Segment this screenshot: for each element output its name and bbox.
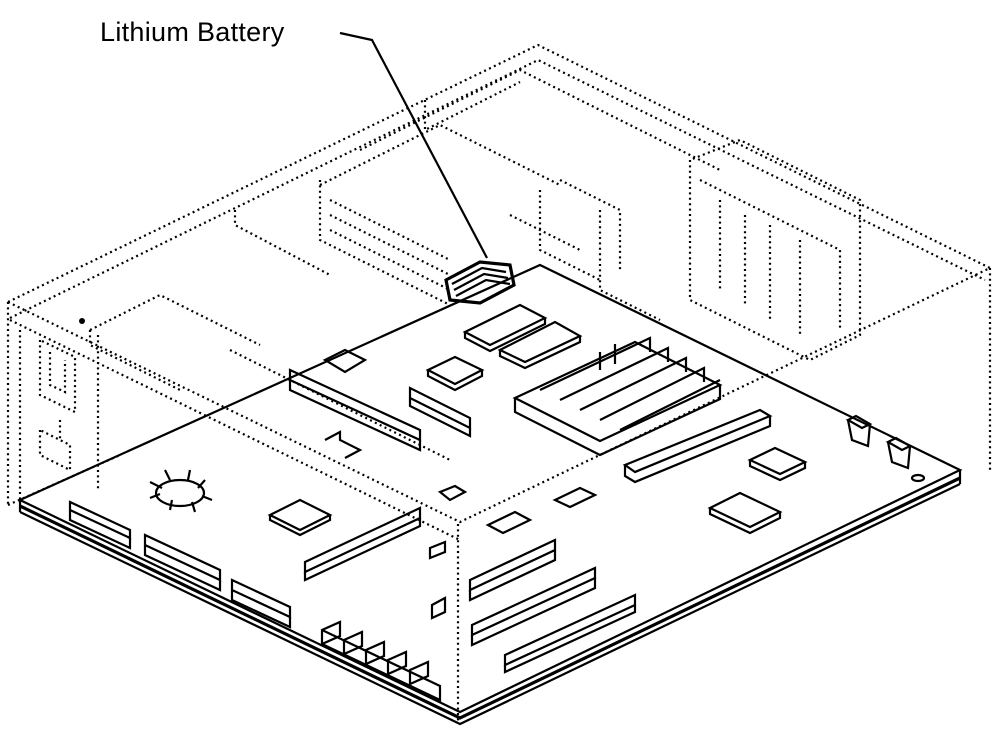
rom-slot [622, 408, 773, 484]
lithium-battery-icon [444, 260, 516, 305]
expansion-slot [288, 368, 422, 452]
board-logo [149, 469, 213, 513]
chassis-illustration [6, 43, 992, 722]
edge-connector [68, 500, 132, 550]
heat-sink [512, 336, 723, 457]
callout-label: Lithium Battery [100, 17, 285, 47]
edge-connector [143, 533, 222, 592]
chip [425, 355, 485, 392]
expansion-slot [408, 386, 472, 438]
chip [267, 498, 333, 537]
edge-connector [230, 578, 292, 629]
port-connectors [320, 620, 442, 702]
chip [747, 446, 808, 482]
memory-slot [470, 566, 597, 647]
memory-slot [468, 538, 557, 602]
expansion-slot [303, 506, 422, 582]
chip [707, 491, 783, 535]
callout-leader-line [339, 31, 488, 259]
memory-slot [503, 593, 637, 674]
memory-chips [462, 303, 583, 370]
logic-board-illustration [17, 263, 963, 726]
board-clip [845, 414, 913, 470]
